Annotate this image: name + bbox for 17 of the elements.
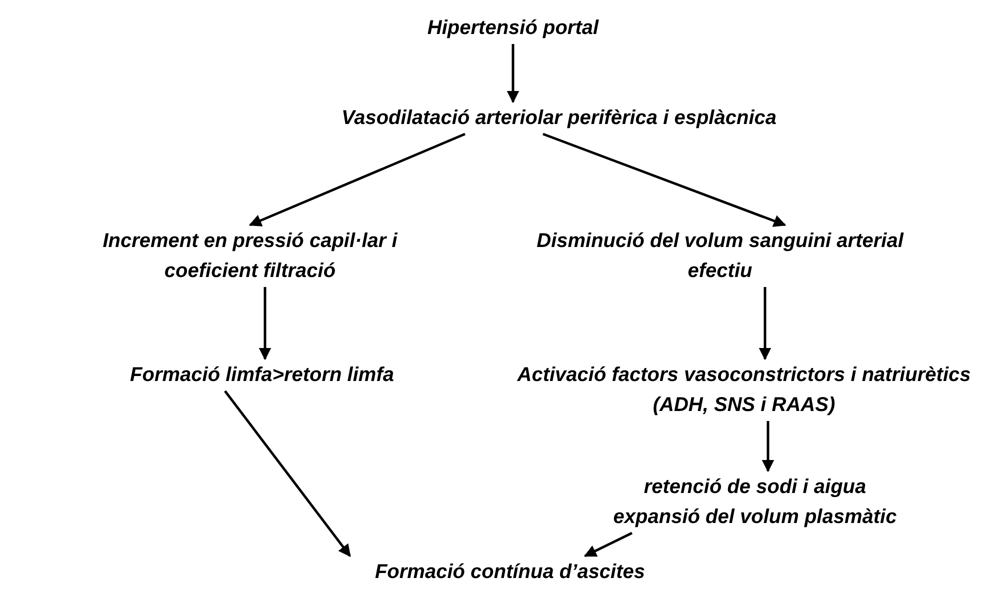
arrow xyxy=(584,532,633,558)
arrow xyxy=(506,44,520,104)
step-text: Vasodilatació arteriolar perifèrica i esplàcnica xyxy=(340,106,778,131)
step-text: retenció de sodi i aigua xyxy=(642,475,868,500)
arrow xyxy=(542,132,786,227)
arrow xyxy=(762,421,774,472)
step-text: Increment en pressió capil·lar i coeficient filtració xyxy=(102,229,399,284)
step-text: Formació contínua d’ascites xyxy=(374,560,646,585)
step-text: Activació factors vasoconstrictors i natriurètics (ADH, SNS i RAAS) xyxy=(516,363,972,418)
step-text: Formació limfa>retorn limfa xyxy=(129,363,395,388)
step-text: expansió del volum plasmàtic xyxy=(612,505,898,530)
arrow xyxy=(224,390,351,557)
arrow xyxy=(248,132,466,226)
arrow xyxy=(258,287,272,360)
step-text: Hipertensió portal xyxy=(426,16,600,41)
arrow xyxy=(758,287,772,360)
step-text: Disminució del volum sanguini arterial efectiu xyxy=(536,229,905,284)
